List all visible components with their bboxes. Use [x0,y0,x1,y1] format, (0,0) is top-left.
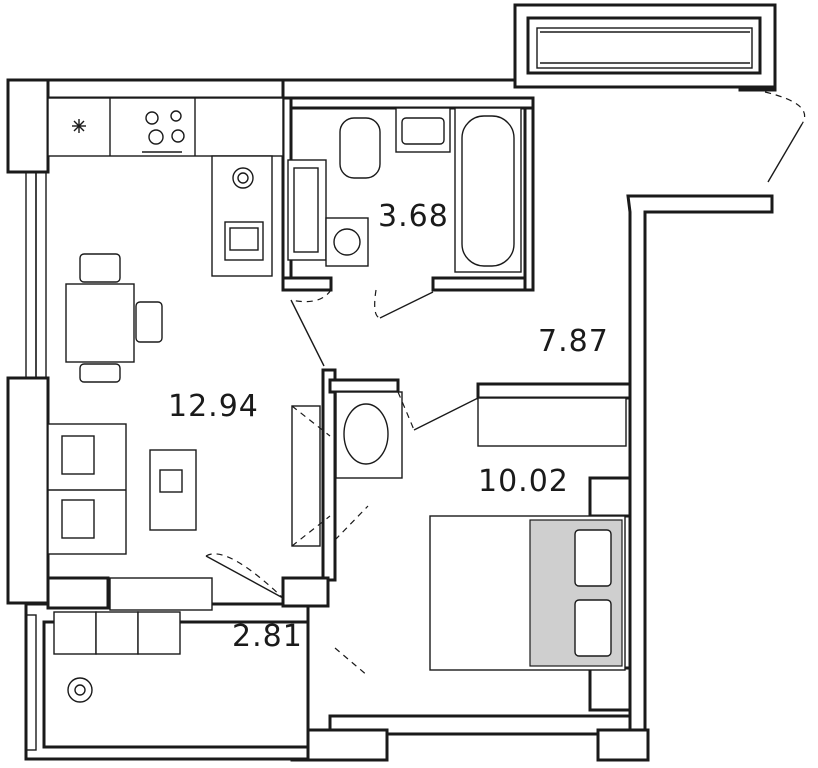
bathroom-area-label: 3.68 [378,199,449,234]
loggia-area-label: 2.81 [232,619,303,654]
bathtub-icon [454,107,522,273]
stove-burner-icon [145,111,159,125]
loggia-side-table-icon [67,677,93,703]
balcony-glazing-top [536,27,753,69]
laptop-icon [159,469,183,493]
hallway-area-label: 7.87 [538,324,609,359]
toilet-icon [339,117,381,179]
desk [149,449,197,531]
area-labels: 12.94 3.68 7.87 10.02 2.81 [168,199,609,654]
dining-table [65,253,163,383]
bedroom-radiator [477,397,627,447]
kitchen-sink-icon [224,221,264,261]
kitchen-counter [47,97,284,277]
wardrobe [335,391,403,479]
bathroom-sink-icon [401,117,445,145]
sofa [47,423,127,555]
tv-stand [291,405,331,547]
fridge-snowflake-icon [72,119,86,133]
bed [429,515,626,671]
interior-walls [46,96,632,712]
bedroom-area-label: 10.02 [478,464,569,499]
dishwasher-icon [232,167,254,189]
loggia-furniture [53,577,213,703]
kitchen-living-area-label: 12.94 [168,389,259,424]
door-swings [205,91,806,677]
robot-vacuum-icon [343,403,389,465]
bathroom-fixtures [287,107,522,273]
washing-machine-icon [325,217,369,267]
